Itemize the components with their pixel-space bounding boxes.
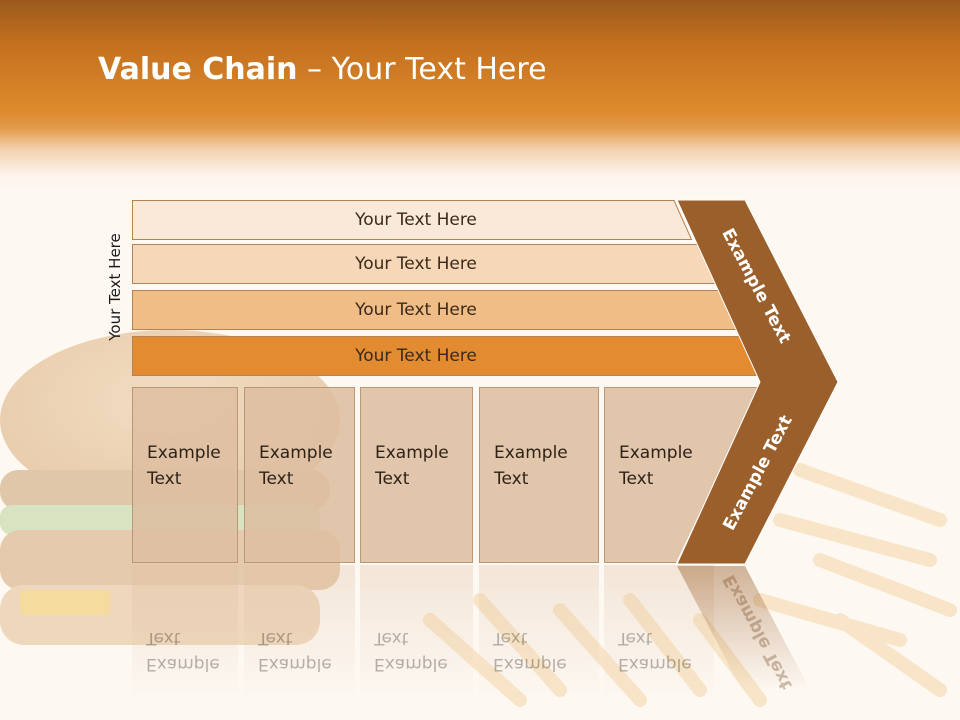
reflection-fill [479,565,599,700]
support-bar-3: Your Text Here [132,290,738,330]
reflection-fill [244,565,355,700]
support-bar-label: Your Text Here [355,210,477,230]
activity-box-label: Example Text [259,443,333,489]
activity-box-reflection: Example Text [244,565,355,700]
activity-box-label: Example Text [494,443,568,489]
activity-box-reflection: Example Text [132,565,238,700]
support-bar-label: Your Text Here [355,254,477,274]
chevron-reflection [677,566,810,690]
activity-box-2: Example Text [244,387,355,563]
activity-box-3: Example Text [360,387,473,563]
page-title-bold: Value Chain [98,52,298,87]
activity-box-reflection: Example Text [360,565,473,700]
page-title: Value Chain – Your Text Here [98,52,547,87]
activity-box-reflection: Example Text [479,565,599,700]
activity-box-label: Example Text [147,443,221,489]
activity-box-1: Example Text [132,387,238,563]
support-bar-2: Your Text Here [132,244,716,284]
page-title-rest: – Your Text Here [297,52,547,87]
activity-box-4: Example Text [479,387,599,563]
activity-box-label: Example Text [619,443,693,489]
support-bar-label: Your Text Here [355,300,477,320]
header-band [0,0,960,190]
reflection-fill [360,565,473,700]
support-bar-label: Your Text Here [355,346,477,366]
reflection-fill [132,565,238,700]
activity-box-label: Example Text [375,443,449,489]
support-bar-1: Your Text Here [132,200,692,240]
support-bar-shape [132,200,692,240]
support-bar-4: Your Text Here [132,336,762,376]
chevron-shape [676,199,839,565]
